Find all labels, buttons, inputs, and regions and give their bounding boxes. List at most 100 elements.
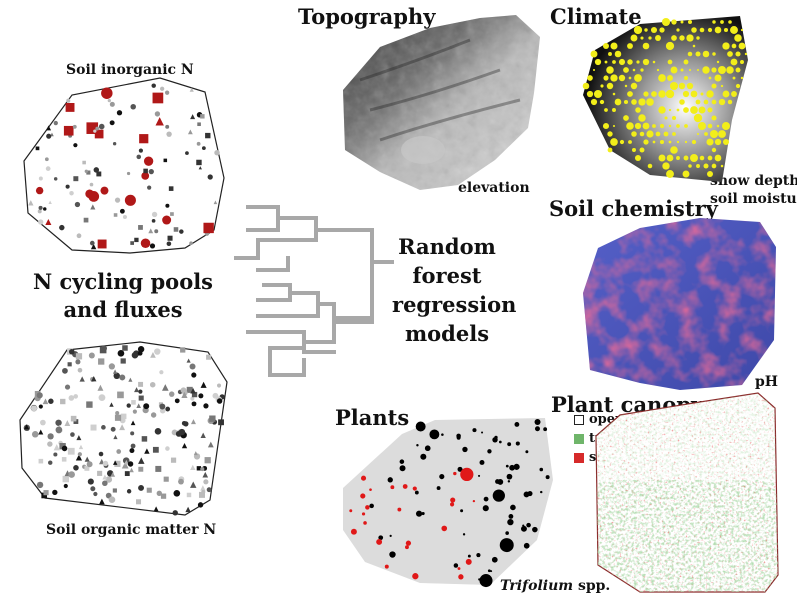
plant-dot	[495, 479, 500, 484]
organic-n-marker	[68, 348, 75, 355]
plant-dot	[499, 440, 502, 444]
snow-dot	[691, 27, 697, 33]
organic-n-marker	[200, 466, 205, 472]
snow-dot	[722, 42, 730, 50]
organic-n-marker	[127, 461, 134, 467]
organic-n-marker	[78, 444, 84, 450]
inorganic-n-marker	[148, 228, 154, 234]
plant-dot	[483, 496, 489, 502]
organic-n-marker	[181, 443, 188, 449]
organic-n-marker	[34, 394, 41, 402]
snow-dot	[711, 99, 717, 105]
snow-dot	[667, 59, 673, 65]
plant-dot	[540, 490, 543, 494]
plant-dot	[360, 493, 366, 499]
inorganic-n-marker	[113, 213, 118, 217]
organic-n-marker	[136, 403, 142, 408]
organic-n-marker	[193, 451, 198, 456]
inorganic-n-marker	[165, 124, 170, 129]
inorganic-n-marker	[98, 123, 105, 130]
inorganic-n-marker	[35, 186, 44, 195]
plant-dot	[414, 490, 419, 495]
organic-n-marker	[156, 490, 162, 496]
plant-dot	[472, 428, 477, 433]
snow-dot	[683, 155, 689, 161]
snow-dot	[623, 115, 629, 121]
soil-organic-matter-n-label: Soil organic matter N	[46, 522, 217, 538]
inorganic-n-marker	[84, 169, 89, 173]
inorganic-n-marker	[74, 201, 81, 208]
snow-dot	[612, 124, 616, 128]
organic-n-marker	[40, 419, 46, 426]
inorganic-n-marker	[90, 204, 96, 210]
plant-dot	[397, 507, 402, 512]
organic-n-marker	[98, 358, 105, 365]
organic-n-marker	[97, 384, 104, 391]
soil-chemistry-ph-pattern	[583, 218, 776, 390]
organic-n-marker	[186, 358, 191, 363]
model-line1: Random	[398, 234, 496, 259]
organic-n-marker	[114, 414, 122, 421]
organic-n-marker	[202, 471, 209, 478]
snow-dot	[630, 82, 638, 90]
model-line2: forest	[412, 263, 482, 288]
plant-dot	[412, 486, 417, 491]
plant-dot	[508, 514, 514, 519]
plant-dot	[479, 574, 493, 588]
inorganic-n-marker	[65, 184, 70, 189]
organic-n-marker	[67, 348, 73, 355]
snow-dot	[646, 98, 654, 106]
snow-dot	[692, 44, 696, 48]
plant-dot	[363, 521, 367, 525]
snow-dot	[671, 115, 677, 121]
snow-dot	[631, 131, 637, 137]
elevation-label: elevation	[458, 180, 530, 196]
inorganic-n-marker	[164, 90, 170, 95]
organic-n-marker	[193, 453, 201, 460]
inorganic-n-marker	[45, 166, 51, 171]
organic-n-marker	[150, 352, 156, 358]
inorganic-n-marker	[38, 205, 43, 210]
inorganic-n-marker	[124, 194, 136, 206]
plant-dot	[532, 526, 538, 533]
organic-n-marker	[119, 424, 126, 431]
organic-n-marker	[73, 419, 79, 424]
organic-n-marker	[170, 457, 177, 463]
plant-dot	[499, 538, 514, 553]
organic-n-marker	[207, 441, 214, 448]
inorganic-n-marker	[89, 240, 95, 246]
snow-dot	[618, 74, 626, 82]
organic-n-marker	[101, 345, 107, 352]
snow-dot	[702, 50, 710, 58]
snow-dot	[688, 68, 692, 72]
organic-n-marker	[115, 410, 120, 416]
inorganic-n-marker	[138, 148, 143, 153]
snow-dot	[590, 98, 598, 106]
plant-dot	[360, 475, 367, 481]
organic-n-marker	[110, 472, 116, 477]
snow-dot	[727, 51, 733, 57]
snow-dot	[690, 106, 698, 114]
snow-dot	[623, 67, 629, 73]
organic-n-marker	[198, 393, 204, 399]
organic-n-marker	[219, 394, 225, 400]
snow-dot	[744, 52, 748, 56]
organic-n-marker	[203, 403, 209, 409]
plant-dot	[509, 464, 515, 471]
organic-n-marker	[64, 470, 71, 477]
snow-dot	[718, 98, 726, 106]
organic-n-marker	[90, 486, 96, 492]
snow-dot	[690, 90, 698, 98]
organic-n-marker	[176, 429, 182, 435]
snow-dot	[678, 82, 686, 90]
snow-dot	[607, 131, 613, 137]
plant-dot	[510, 504, 516, 511]
organic-n-marker	[182, 390, 188, 396]
snow-dot	[707, 123, 713, 129]
snow-dot	[698, 122, 706, 130]
inorganic-n-marker	[76, 233, 82, 239]
snow-dot	[631, 99, 637, 105]
organic-n-marker	[143, 403, 150, 410]
inorganic-n-marker	[69, 190, 74, 196]
organic-n-marker	[64, 420, 71, 426]
